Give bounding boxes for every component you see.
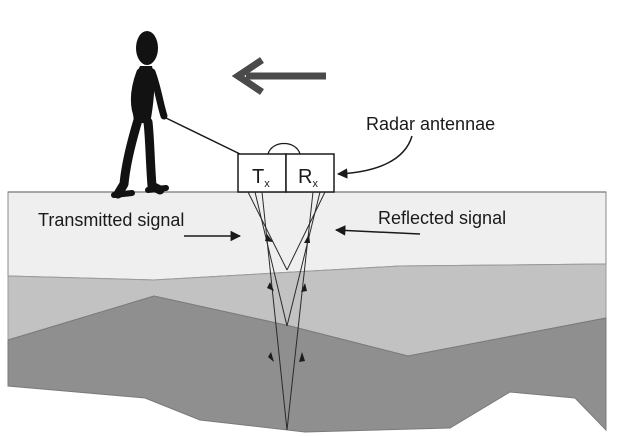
- signal-ray-paths: [247, 191, 326, 431]
- transmitter-label: Tx: [252, 166, 270, 190]
- receiver-box: [285, 153, 335, 193]
- radar-antenna-unit: Tx Rx: [237, 142, 335, 193]
- soil-layer-bottom: [7, 295, 607, 433]
- left-arrow-icon: [231, 57, 326, 95]
- antenna-label: Radar antennae: [366, 114, 495, 134]
- receiver-label: Rx: [298, 166, 318, 190]
- antenna-pointer: [336, 135, 413, 179]
- walking-person-icon: [111, 31, 169, 199]
- antenna-handle: [165, 117, 241, 155]
- antenna-handle-arc: [267, 142, 301, 155]
- ray-arrowheads: [265, 234, 310, 362]
- reflected-pointer: [334, 225, 421, 236]
- transmitted-signal-label: Transmitted signal: [38, 210, 184, 230]
- reflected-signal-label: Reflected signal: [378, 208, 506, 228]
